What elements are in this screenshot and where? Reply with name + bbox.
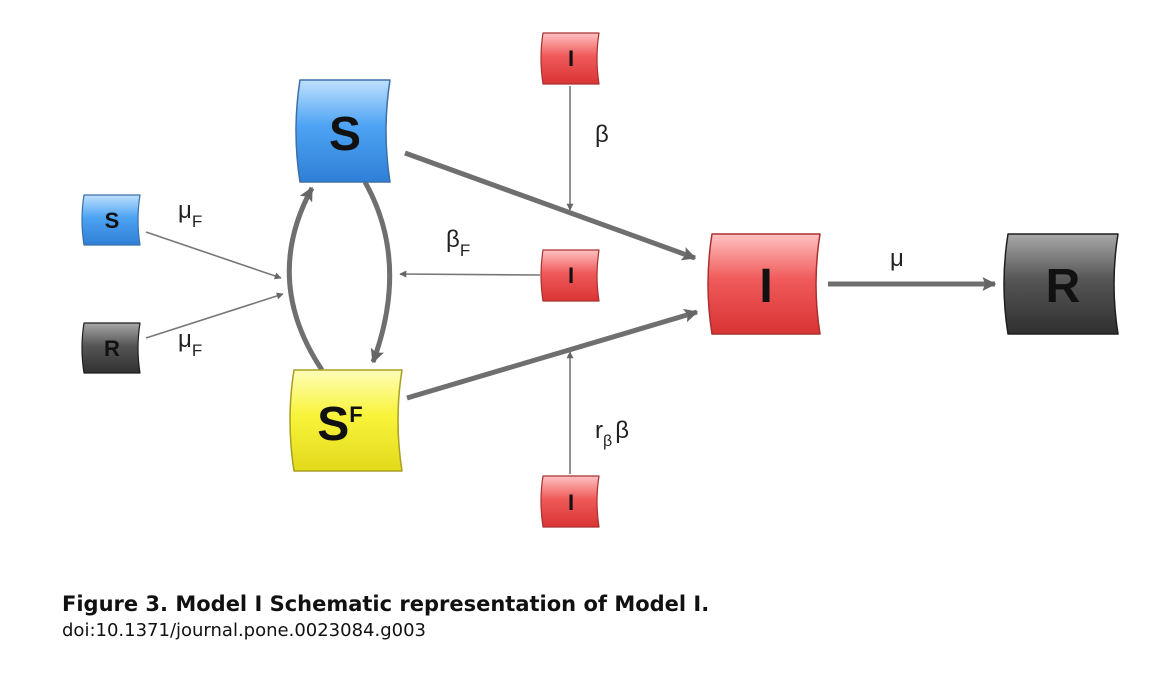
node-i-main-label: I — [759, 260, 772, 313]
edge-sf-to-i — [406, 308, 699, 401]
mu-f-bottom-base: μ — [178, 326, 192, 353]
node-sf-main-sup: F — [349, 402, 362, 427]
node-sf-main-base: S — [317, 398, 349, 451]
node-s-main: S — [295, 79, 391, 183]
r-beta-tail: β — [615, 417, 629, 444]
edge-rsmall-muf — [145, 292, 284, 339]
node-i-bottom: I — [540, 475, 600, 528]
edge-sf-to-s — [286, 186, 325, 372]
mu-f-top-base: μ — [178, 197, 192, 224]
node-i-mid: I — [540, 249, 600, 302]
mu-f-top-sub: F — [192, 212, 202, 231]
edge-imid-betaf — [399, 270, 541, 278]
node-i-top-label: I — [568, 46, 574, 71]
node-r-main: R — [1003, 233, 1119, 335]
node-s-small: S — [81, 194, 141, 246]
beta-f-sub: F — [460, 241, 470, 260]
node-r-small-label: R — [104, 336, 120, 361]
beta-label: β — [595, 121, 609, 148]
r-beta-base: r — [595, 417, 603, 444]
edge-s-to-i — [404, 150, 697, 261]
mu-f-bottom-sub: F — [192, 341, 202, 360]
node-sf-main: SF — [289, 369, 403, 472]
r-beta-sub: β — [603, 433, 612, 450]
node-sf-main-label: SF — [317, 398, 362, 451]
edge-ssmall-muf — [145, 231, 282, 280]
edge-s-to-sf — [362, 180, 393, 364]
node-s-main-label: S — [329, 108, 361, 161]
node-r-small: R — [81, 322, 141, 374]
mu-f-label-top: μF — [178, 197, 202, 231]
figure-caption: Figure 3. Model I Schematic representati… — [62, 592, 1122, 641]
mu-f-label-bottom: μF — [178, 326, 202, 360]
node-i-bottom-label: I — [568, 490, 574, 515]
node-s-small-label: S — [105, 208, 120, 233]
node-i-main: I — [707, 233, 821, 335]
caption-title: Figure 3. Model I Schematic representati… — [62, 592, 710, 616]
mu-label: μ — [890, 245, 904, 272]
node-i-mid-label: I — [568, 263, 574, 288]
beta-f-label: βF — [446, 226, 470, 260]
caption-doi: doi:10.1371/journal.pone.0023084.g003 — [62, 620, 426, 641]
beta-f-base: β — [446, 226, 460, 253]
node-i-top: I — [540, 32, 600, 85]
node-r-main-label: R — [1046, 260, 1081, 313]
